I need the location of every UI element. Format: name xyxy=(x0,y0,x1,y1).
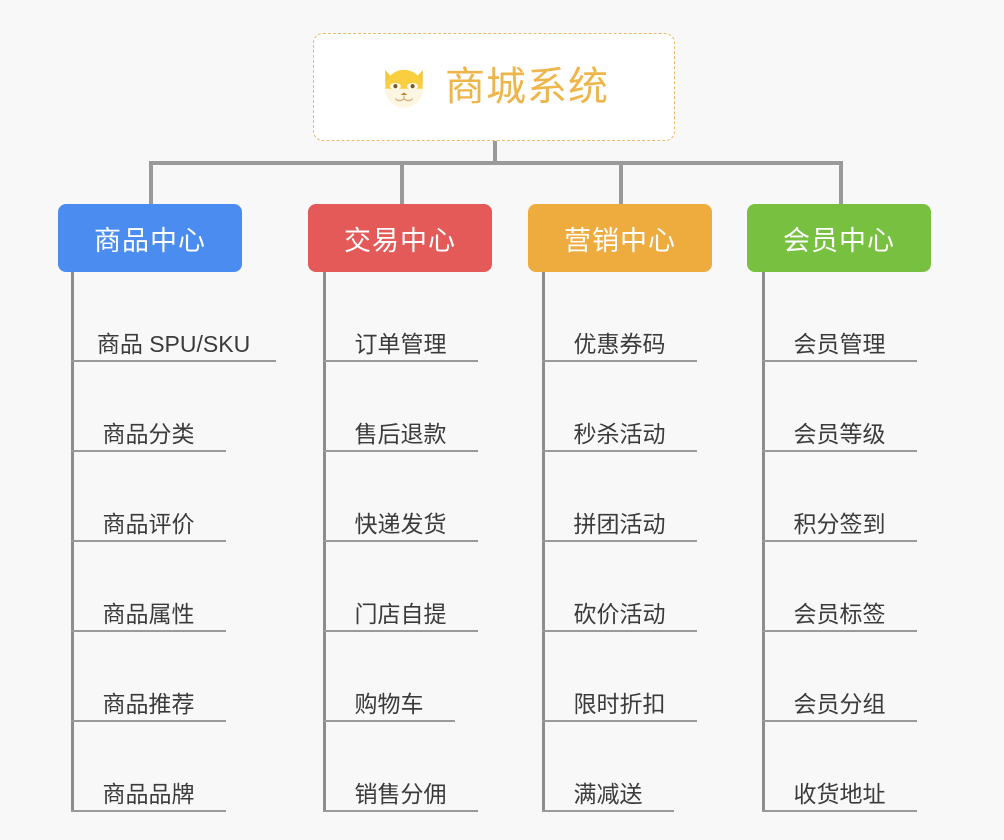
leaf-item[interactable]: 销售分佣 xyxy=(323,722,478,812)
leaf-item[interactable]: 秒杀活动 xyxy=(542,362,697,452)
leaf-item[interactable]: 购物车 xyxy=(323,632,455,722)
category-header-交易中心[interactable]: 交易中心 xyxy=(308,204,492,272)
category-header-商品中心[interactable]: 商品中心 xyxy=(58,204,242,272)
category-header-会员中心[interactable]: 会员中心 xyxy=(747,204,931,272)
leaf-label: 秒杀活动 xyxy=(573,420,666,447)
leaf-label: 订单管理 xyxy=(354,330,447,357)
category-label: 营销中心 xyxy=(564,225,676,256)
leaf-item[interactable]: 会员管理 xyxy=(762,272,917,362)
leaf-label: 售后退款 xyxy=(354,420,447,447)
root-node-title: 商城系统 xyxy=(445,65,609,109)
leaf-label: 商品品牌 xyxy=(102,780,195,807)
category-label: 商品中心 xyxy=(94,225,206,256)
leaf-label: 会员管理 xyxy=(793,330,886,357)
leaf-label: 门店自提 xyxy=(354,600,447,627)
leaf-item[interactable]: 售后退款 xyxy=(323,362,478,452)
leaf-item[interactable]: 限时折扣 xyxy=(542,632,697,722)
leaf-label: 拼团活动 xyxy=(573,510,666,537)
root-node-shopping-mall-system[interactable]: 商城系统 xyxy=(313,33,675,141)
connector-root-stem xyxy=(493,141,497,164)
connector-drop-category-1 xyxy=(149,161,153,206)
connector-drop-category-2 xyxy=(400,161,404,206)
category-header-营销中心[interactable]: 营销中心 xyxy=(528,204,712,272)
leaf-item[interactable]: 砍价活动 xyxy=(542,542,697,632)
leaf-label: 商品评价 xyxy=(102,510,195,537)
leaf-label: 快递发货 xyxy=(354,510,447,537)
leaf-item[interactable]: 商品品牌 xyxy=(71,722,226,812)
leaf-label: 会员标签 xyxy=(793,600,886,627)
leaf-spine-1 xyxy=(71,272,74,812)
leaf-label: 商品推荐 xyxy=(102,690,195,717)
leaf-item[interactable]: 商品 SPU/SKU xyxy=(71,272,276,362)
leaf-spine-2 xyxy=(323,272,326,812)
connector-drop-category-4 xyxy=(839,161,843,206)
leaf-label: 限时折扣 xyxy=(573,690,666,717)
leaf-item[interactable]: 会员标签 xyxy=(762,542,917,632)
leaf-item[interactable]: 优惠券码 xyxy=(542,272,697,362)
leaf-label: 商品 SPU/SKU xyxy=(96,330,251,357)
leaf-item[interactable]: 快递发货 xyxy=(323,452,478,542)
leaf-item[interactable]: 商品推荐 xyxy=(71,632,226,722)
leaf-label: 会员分组 xyxy=(793,690,886,717)
connector-horizontal-bus xyxy=(149,161,843,165)
leaf-label: 砍价活动 xyxy=(573,600,666,627)
leaf-item[interactable]: 商品分类 xyxy=(71,362,226,452)
leaf-label: 优惠券码 xyxy=(573,330,666,357)
leaf-item[interactable]: 拼团活动 xyxy=(542,452,697,542)
leaf-label: 会员等级 xyxy=(793,420,886,447)
leaf-label: 商品属性 xyxy=(102,600,195,627)
category-label: 交易中心 xyxy=(344,225,456,256)
category-label: 会员中心 xyxy=(783,225,895,256)
leaf-label: 商品分类 xyxy=(102,420,195,447)
leaf-label: 积分签到 xyxy=(793,510,886,537)
leaf-item[interactable]: 订单管理 xyxy=(323,272,478,362)
leaf-item[interactable]: 商品评价 xyxy=(71,452,226,542)
leaf-item[interactable]: 商品属性 xyxy=(71,542,226,632)
leaf-item[interactable]: 积分签到 xyxy=(762,452,917,542)
leaf-spine-4 xyxy=(762,272,765,812)
connector-drop-category-3 xyxy=(619,161,623,206)
root-node-content: 商城系统 xyxy=(379,62,609,112)
leaf-item[interactable]: 门店自提 xyxy=(323,542,478,632)
leaf-label: 满减送 xyxy=(573,780,643,807)
leaf-item[interactable]: 收货地址 xyxy=(762,722,917,812)
leaf-item[interactable]: 满减送 xyxy=(542,722,674,812)
leaf-spine-3 xyxy=(542,272,545,812)
leaf-label: 收货地址 xyxy=(793,780,886,807)
shiba-dog-face-icon xyxy=(385,69,423,108)
leaf-item[interactable]: 会员分组 xyxy=(762,632,917,722)
leaf-label: 购物车 xyxy=(354,690,424,717)
leaf-label: 销售分佣 xyxy=(354,780,447,807)
leaf-item[interactable]: 会员等级 xyxy=(762,362,917,452)
